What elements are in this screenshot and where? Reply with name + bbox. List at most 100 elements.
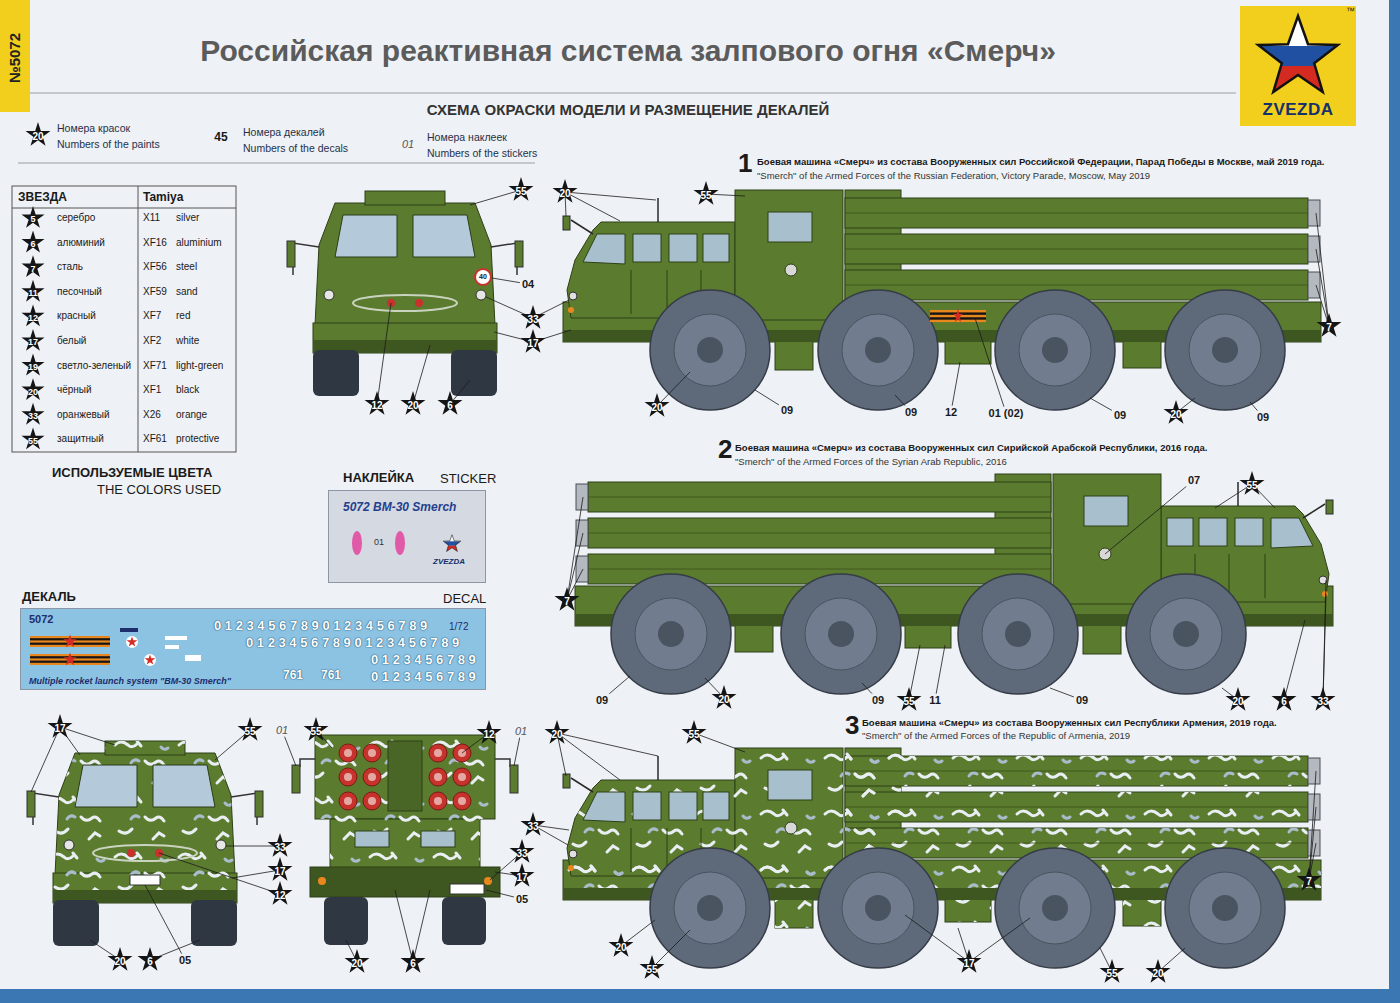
vehicle-rear-3: [292, 735, 518, 945]
section-heading: ДЕКАЛЬ: [22, 590, 76, 605]
paint-callout: 20: [544, 720, 570, 746]
decal-number: 45: [214, 131, 227, 145]
decal-sheet-art: [120, 628, 138, 632]
paint-callout: 55: [1239, 471, 1265, 497]
table-cell: красный: [57, 310, 96, 322]
table-cell: серебро: [57, 212, 95, 224]
table-cell: X26: [143, 409, 161, 421]
vehicle-front-3: [27, 741, 263, 946]
section-heading: DECAL: [443, 592, 486, 607]
paint-callout: 12: [21, 304, 45, 328]
variant-caption: Боевая машина «Смерч» из состава Вооруже…: [735, 443, 1207, 454]
sticker-sheet-art: [441, 533, 463, 552]
node-text: 5072 BM-30 Smerch: [343, 501, 456, 515]
decal-sheet-art: [126, 636, 138, 648]
sticker-sheet-art: [352, 531, 362, 555]
variant-number: 1: [738, 150, 752, 176]
paint-table-grid: [12, 186, 236, 452]
paint-callout: 20: [107, 947, 133, 973]
paint-callout: 20: [1225, 687, 1251, 713]
decal-number: 09: [903, 406, 919, 419]
table-cell: orange: [176, 409, 207, 421]
table-cell: XF59: [143, 286, 167, 298]
paint-callout: 17: [509, 863, 535, 889]
table-cell: white: [176, 335, 199, 347]
paint-callout: 6: [137, 947, 163, 973]
vehicle-side-2: [611, 574, 1246, 694]
table-cell: XF56: [143, 261, 167, 273]
table-header: Tamiya: [143, 191, 183, 205]
node-text: 0 1 2 3 4 5 6 7 8 9: [371, 670, 476, 685]
decal-number: 01 (02): [987, 407, 1026, 420]
rule-line: [30, 93, 1236, 94]
key-text: Номера наклеек: [427, 131, 507, 143]
rule-line: [18, 163, 535, 164]
paint-callout: 55: [21, 427, 45, 451]
variant-caption: "Smerch" of the Armed Forces of the Syri…: [735, 457, 1007, 468]
brand-logo: [1240, 6, 1356, 126]
decal-number: 11: [927, 694, 943, 707]
decal-number: 05: [177, 954, 193, 967]
paint-callout: 6: [437, 391, 463, 417]
paint-callout: 55: [639, 955, 665, 981]
node-text: 0 1 2 3 4 5 6 7 8 9: [371, 653, 476, 668]
decal-number: 09: [870, 694, 886, 707]
decal-sheet: 50721/720 1 2 3 4 5 6 7 8 9 0 1 2 3 4 5 …: [20, 608, 486, 690]
variant-caption: "Smerch" of the Armed Forces of the Russ…: [757, 171, 1150, 182]
table-cell: белый: [57, 335, 86, 347]
paint-table-grid: [12, 208, 236, 209]
paint-callout: 7: [21, 255, 45, 279]
key-text: Numbers of the stickers: [427, 147, 537, 159]
decal-sheet-art: [165, 636, 187, 640]
variant-caption: Боевая машина «Смерч» из состава Вооруже…: [757, 157, 1324, 168]
vehicle-side-1: [650, 290, 1285, 410]
paint-callout: 17: [520, 329, 546, 355]
table-cell: XF1: [143, 384, 161, 396]
section-heading: ИСПОЛЬЗУЕМЫЕ ЦВЕТА: [52, 466, 212, 481]
table-cell: sand: [176, 286, 198, 298]
node-text: 5072: [29, 613, 53, 626]
table-cell: protective: [176, 433, 219, 445]
vehicle-front-3: [53, 741, 237, 903]
decal-number: 04: [520, 278, 536, 291]
paint-callout: 17: [47, 714, 73, 740]
paint-callout: 17: [267, 857, 293, 883]
paint-callout: 33: [21, 403, 45, 427]
table-cell: XF2: [143, 335, 161, 347]
decal-sheet-art: [165, 645, 179, 649]
node-text: 761: [321, 669, 341, 683]
table-cell: black: [176, 384, 199, 396]
decal-sheet-art: [185, 655, 201, 661]
vehicle-front-3: [27, 765, 263, 946]
leader-line: [31, 190, 1329, 972]
vehicle-side-3: [563, 748, 1321, 968]
decal-sheet-art: [127, 636, 138, 646]
paint-callout: 55: [303, 717, 329, 743]
sticker-sheet-art: [328, 490, 486, 583]
brand-logo: [1240, 6, 1356, 126]
trademark: ™: [1346, 6, 1355, 16]
ribbon-decal: [930, 308, 986, 322]
decal-number: 09: [1074, 694, 1090, 707]
table-header: ЗВЕЗДА: [18, 191, 67, 205]
decal-number: 09: [1112, 409, 1128, 422]
decal-number: 07: [1186, 474, 1202, 487]
key-text: Numbers of the paints: [57, 138, 160, 150]
paint-callout: 7: [1316, 313, 1342, 339]
paint-callout: 12: [364, 391, 390, 417]
decal-number: 09: [779, 404, 795, 417]
table-cell: light-green: [176, 360, 223, 372]
paint-callout: 12: [267, 881, 293, 907]
paint-callout: 33: [520, 305, 546, 331]
table-cell: XF7: [143, 310, 161, 322]
sticker-sheet: 5072 BM-30 Smerch01ZVEZDA: [328, 490, 486, 583]
decal-number: 05: [514, 893, 530, 906]
paint-callout: 20: [400, 391, 426, 417]
table-cell: red: [176, 310, 190, 322]
vehicle-front-3: [130, 875, 160, 885]
paint-callout: 20: [344, 949, 370, 975]
table-cell: защитный: [57, 433, 104, 445]
paint-callout: 20: [644, 393, 670, 419]
node-text: Multiple rocket launch system "BM-30 Sme…: [29, 676, 231, 686]
